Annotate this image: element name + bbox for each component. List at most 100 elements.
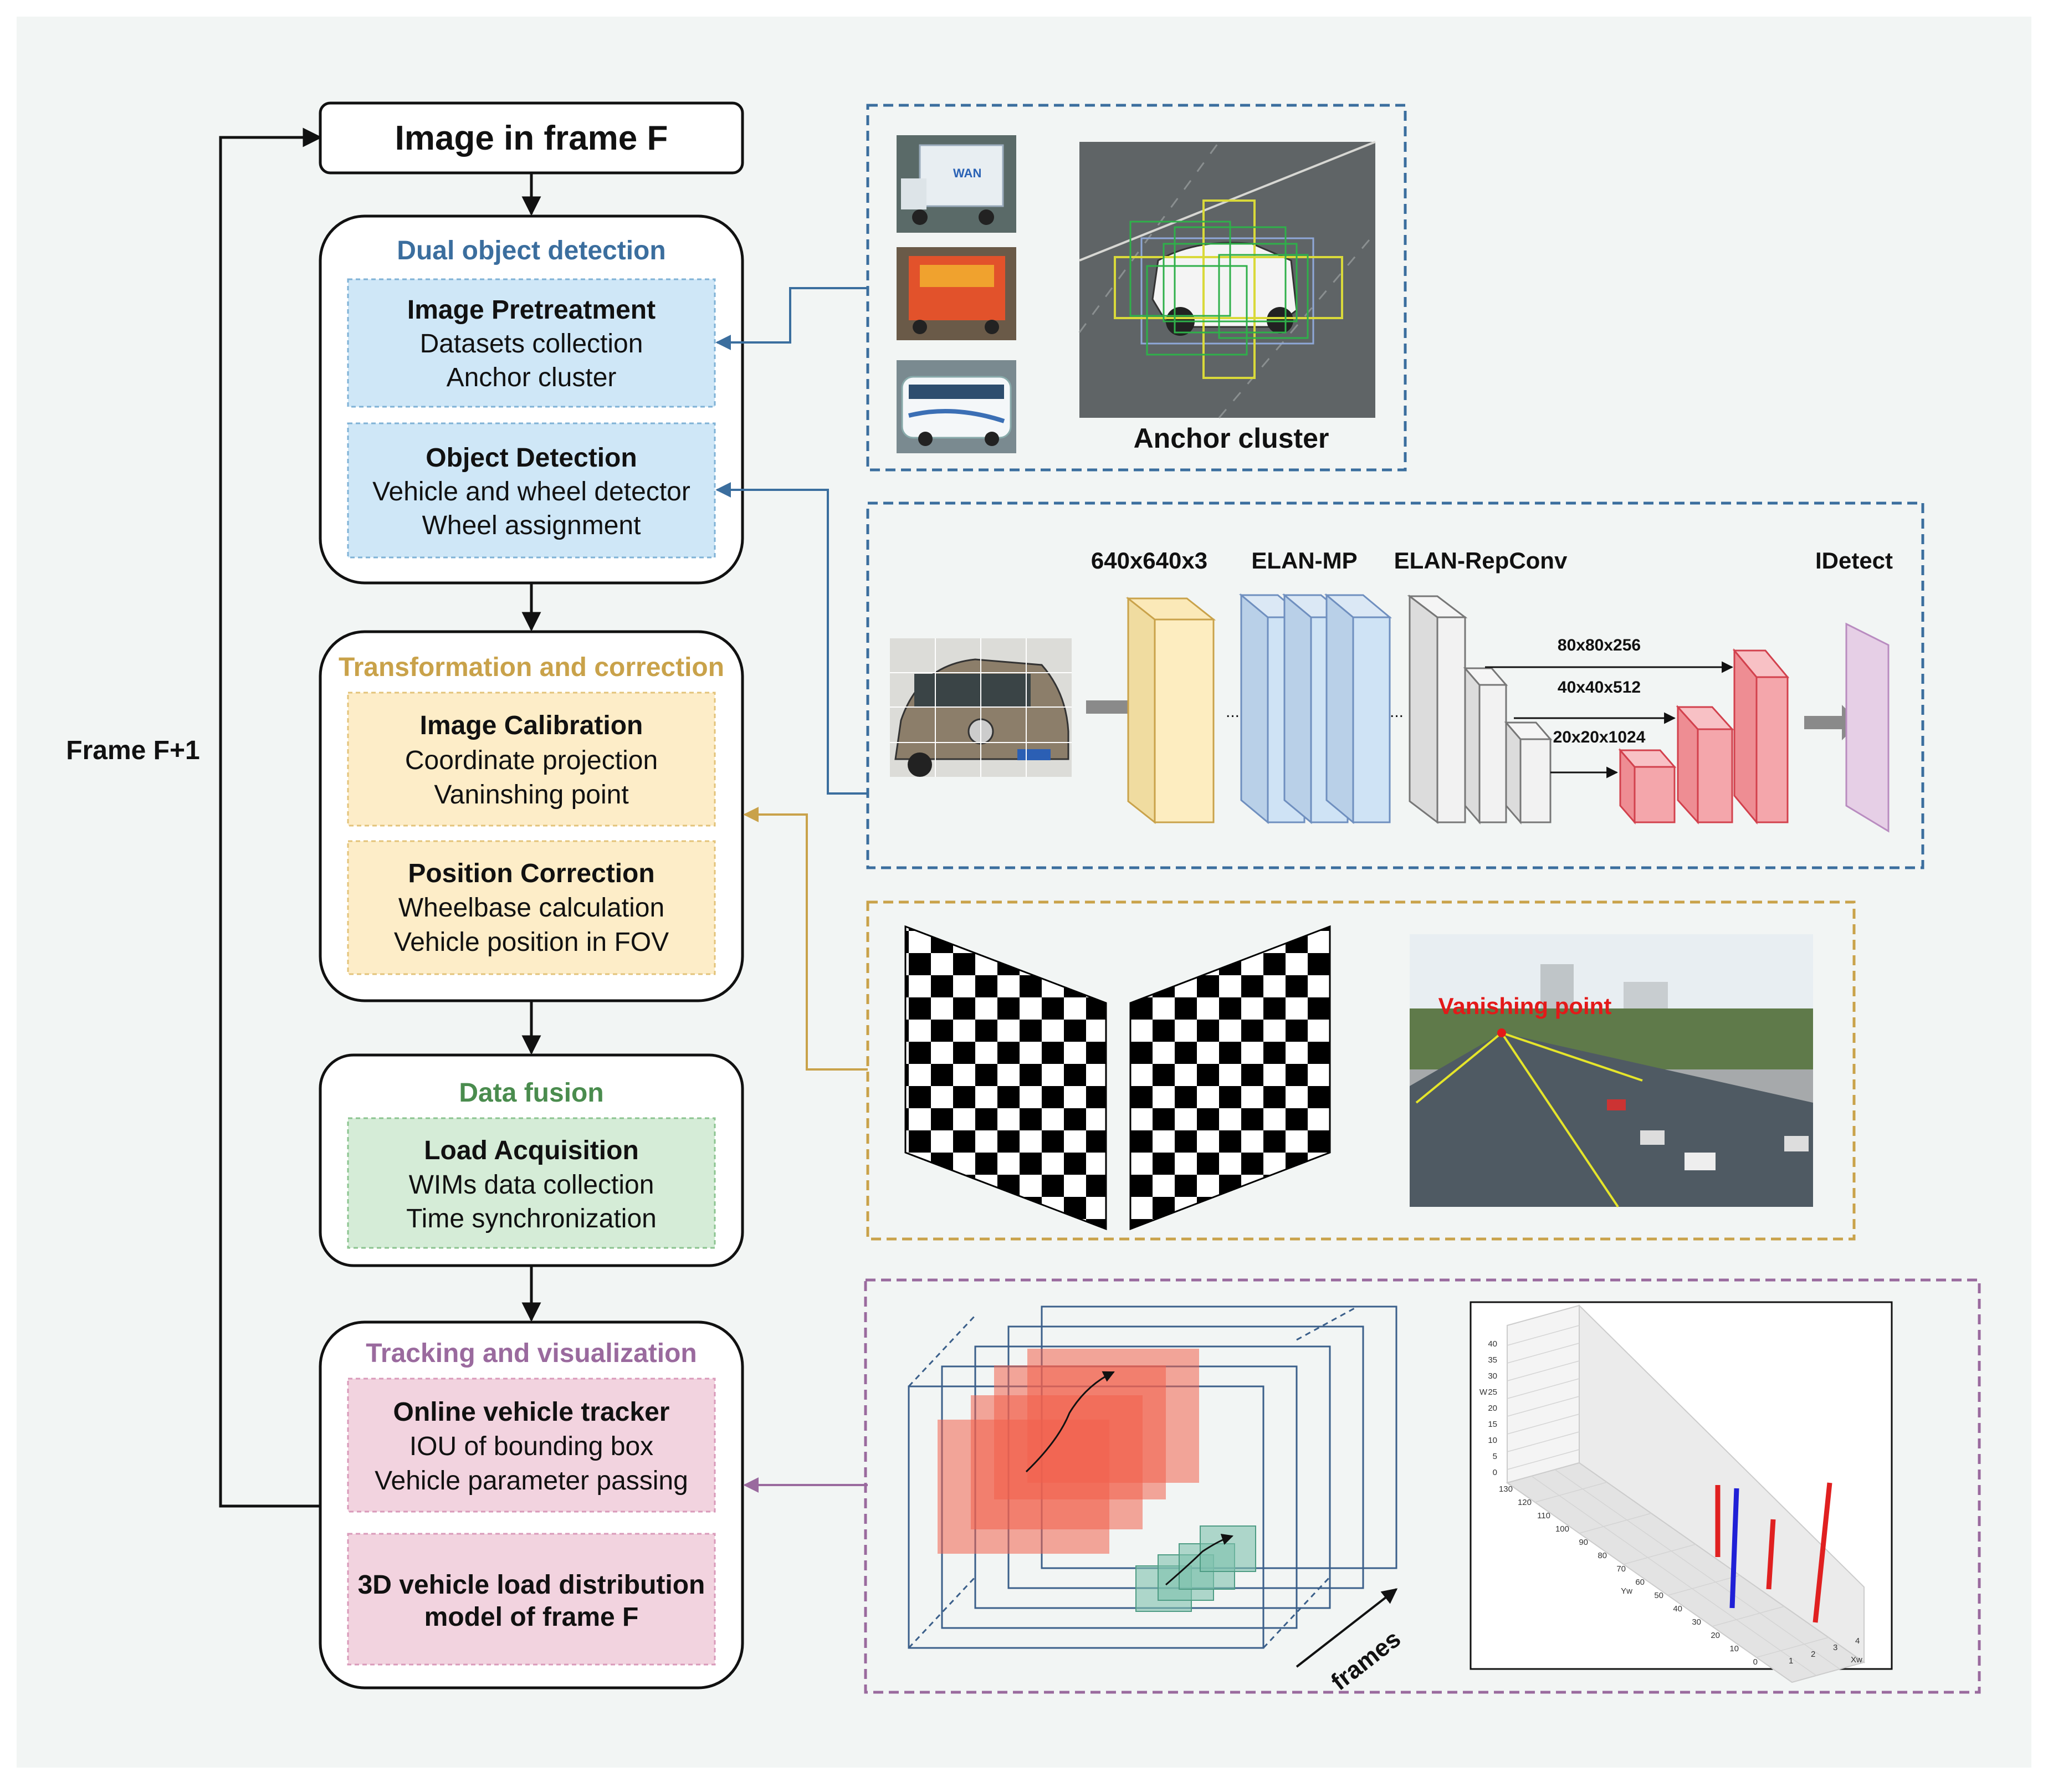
network-panel-frame <box>866 501 1924 869</box>
block-heading: Image Calibration <box>420 711 643 740</box>
calibration-panel-frame <box>866 900 1856 1241</box>
yw-tick: 60 <box>1635 1578 1645 1587</box>
scale-label: 20x20x1024 <box>1553 728 1646 746</box>
top-box-label: Image in frame F <box>395 119 668 157</box>
anchor-panel: WAN <box>866 104 1407 472</box>
module-title: Tracking and visualization <box>366 1339 697 1368</box>
xw-tick: 1 <box>1789 1656 1793 1666</box>
anchor-caption: Anchor cluster <box>1134 423 1329 454</box>
module-title: Data fusion <box>459 1078 603 1108</box>
block-image-pretreatment <box>347 278 716 408</box>
block-line: Coordinate projection <box>405 746 658 775</box>
checkerboard-left <box>904 925 1107 1231</box>
frames-arrow <box>1296 1588 1398 1668</box>
yw-axis-label: Yw <box>1621 1586 1632 1596</box>
block-line: Vehicle position in FOV <box>394 928 669 957</box>
plot-axis-labels: 40 35 30 25 W 20 15 10 5 0 130 120 110 1… <box>1479 1339 1862 1667</box>
yw-tick: 110 <box>1537 1511 1550 1520</box>
yw-tick: 20 <box>1711 1631 1720 1640</box>
block-heading: Image Pretreatment <box>407 295 656 325</box>
block-image-calibration <box>347 692 716 827</box>
bus-thumbnail <box>897 360 1016 453</box>
xw-tick: 4 <box>1855 1636 1860 1646</box>
vanishing-point-label: Vanishing point <box>1438 993 1612 1019</box>
svg-text:WAN: WAN <box>953 166 981 180</box>
load-distribution-plot <box>1470 1301 1893 1683</box>
yw-tick: 70 <box>1616 1564 1626 1574</box>
elan-repconv-block <box>1407 594 1553 825</box>
block-line: Vaninshing point <box>434 780 628 810</box>
yw-tick: 10 <box>1729 1644 1739 1653</box>
input-car-image <box>890 638 1072 777</box>
block-load-acquisition <box>347 1117 716 1249</box>
anchor-cluster-image <box>1078 141 1376 418</box>
block-3d-load-model <box>347 1533 716 1666</box>
scale-label: 40x40x512 <box>1558 678 1641 697</box>
yw-tick: 40 <box>1673 1604 1682 1614</box>
block-online-vehicle-tracker <box>347 1378 716 1513</box>
w-tick: 40 <box>1488 1339 1497 1349</box>
w-tick: 10 <box>1488 1436 1497 1445</box>
block-heading: Online vehicle tracker <box>393 1397 670 1427</box>
block-position-correction <box>347 840 716 975</box>
block-line: Vehicle parameter passing <box>375 1466 688 1496</box>
idetect-block <box>1845 622 1890 833</box>
block-line: Datasets collection <box>420 329 643 359</box>
panel-arrow-calibration <box>743 807 868 1071</box>
block-line: IOU of bounding box <box>409 1432 653 1461</box>
yw-tick: 100 <box>1555 1524 1569 1534</box>
w-tick: 30 <box>1488 1371 1497 1381</box>
xw-tick: 2 <box>1811 1650 1815 1659</box>
yw-tick: 130 <box>1499 1484 1513 1494</box>
w-tick: 0 <box>1493 1468 1497 1477</box>
yw-tick: 50 <box>1654 1591 1663 1600</box>
block-line: Wheelbase calculation <box>398 893 664 923</box>
block-line: model of frame F <box>424 1602 639 1632</box>
yw-tick: 120 <box>1518 1498 1532 1507</box>
vanishing-point-image <box>1410 934 1813 1208</box>
yw-tick: 90 <box>1579 1538 1588 1547</box>
network-panel: 640x640x3 ELAN-MP ELAN-RepConv IDetect .… <box>866 501 1924 869</box>
ellipsis: ... <box>1226 703 1240 721</box>
block-line: Vehicle and wheel detector <box>372 477 690 506</box>
truck-thumbnail <box>897 247 1016 340</box>
network-label-elan-repconv: ELAN-RepConv <box>1394 547 1568 574</box>
w-tick: 35 <box>1488 1355 1497 1365</box>
truck-thumbnail: WAN <box>897 135 1016 233</box>
input-tensor-block <box>1125 596 1216 825</box>
yw-tick: 30 <box>1692 1617 1701 1627</box>
module-title: Dual object detection <box>397 236 665 265</box>
block-line: Wheel assignment <box>422 511 641 540</box>
w-tick: 15 <box>1488 1420 1497 1429</box>
tracked-vehicle-boxes <box>938 1349 1256 1612</box>
block-heading: Load Acquisition <box>424 1136 639 1165</box>
xw-tick: 3 <box>1833 1643 1837 1652</box>
tracking-panel: frames 40 35 30 <box>864 1278 1981 1696</box>
w-tick: 25 <box>1488 1387 1497 1397</box>
block-heading: 3D vehicle load distribution <box>358 1570 705 1600</box>
block-heading: Object Detection <box>426 443 637 473</box>
block-line: Time synchronization <box>406 1204 657 1233</box>
tracking-panel-frame <box>864 1278 1981 1694</box>
block-line: WIMs data collection <box>409 1170 654 1200</box>
w-axis-label: W <box>1479 1387 1488 1397</box>
block-line: Anchor cluster <box>447 363 617 392</box>
yw-tick: 80 <box>1598 1551 1607 1560</box>
block-heading: Position Correction <box>408 859 654 888</box>
loop-arrow <box>219 127 322 1508</box>
network-label-idetect: IDetect <box>1815 547 1893 574</box>
elan-mp-block <box>1238 593 1392 825</box>
scale-label: 80x80x256 <box>1558 636 1641 654</box>
xw-axis-label: Xw <box>1851 1655 1862 1665</box>
yw-tick: 0 <box>1753 1657 1758 1667</box>
network-label-input: 640x640x3 <box>1091 547 1207 574</box>
panel-arrow-network <box>715 482 868 795</box>
flowchart: Frame F+1 Image in frame F Dual object d… <box>66 101 744 1689</box>
head-blocks <box>1618 648 1790 825</box>
calibration-panel: Vanishing point <box>866 900 1856 1241</box>
w-tick: 5 <box>1493 1452 1497 1461</box>
ellipsis: ... <box>1390 703 1404 721</box>
panel-arrow-anchor <box>715 287 868 350</box>
loop-label: Frame F+1 <box>66 736 199 765</box>
